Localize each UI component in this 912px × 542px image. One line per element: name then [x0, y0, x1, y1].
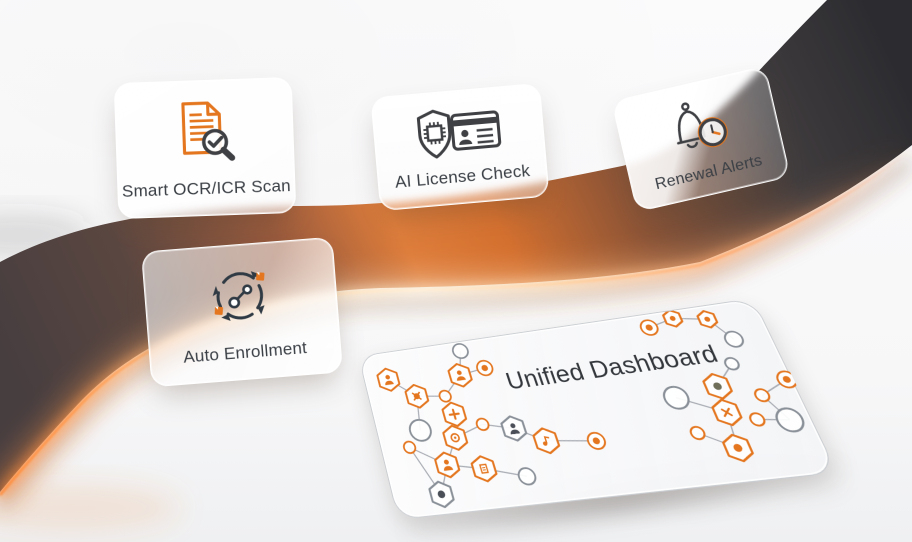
card-smart-ocr-scan: Smart OCR/ICR Scan [113, 76, 297, 220]
card-ai-license-check: AI License Check [370, 82, 550, 212]
card-label: Auto Enrollment [182, 338, 308, 367]
dashboard-network [359, 299, 840, 521]
document-scan-icon [115, 92, 293, 172]
card-label: Smart OCR/ICR Scan [121, 176, 292, 201]
card-auto-enrollment: Auto Enrollment [140, 236, 344, 388]
bell-clock-icon [616, 81, 782, 177]
card-unified-dashboard: Unified Dashboard [358, 298, 840, 521]
card-renewal-alerts: Renewal Alerts [611, 65, 791, 213]
sync-arrows-icon [143, 252, 338, 339]
shield-chip-id-icon [373, 98, 546, 174]
